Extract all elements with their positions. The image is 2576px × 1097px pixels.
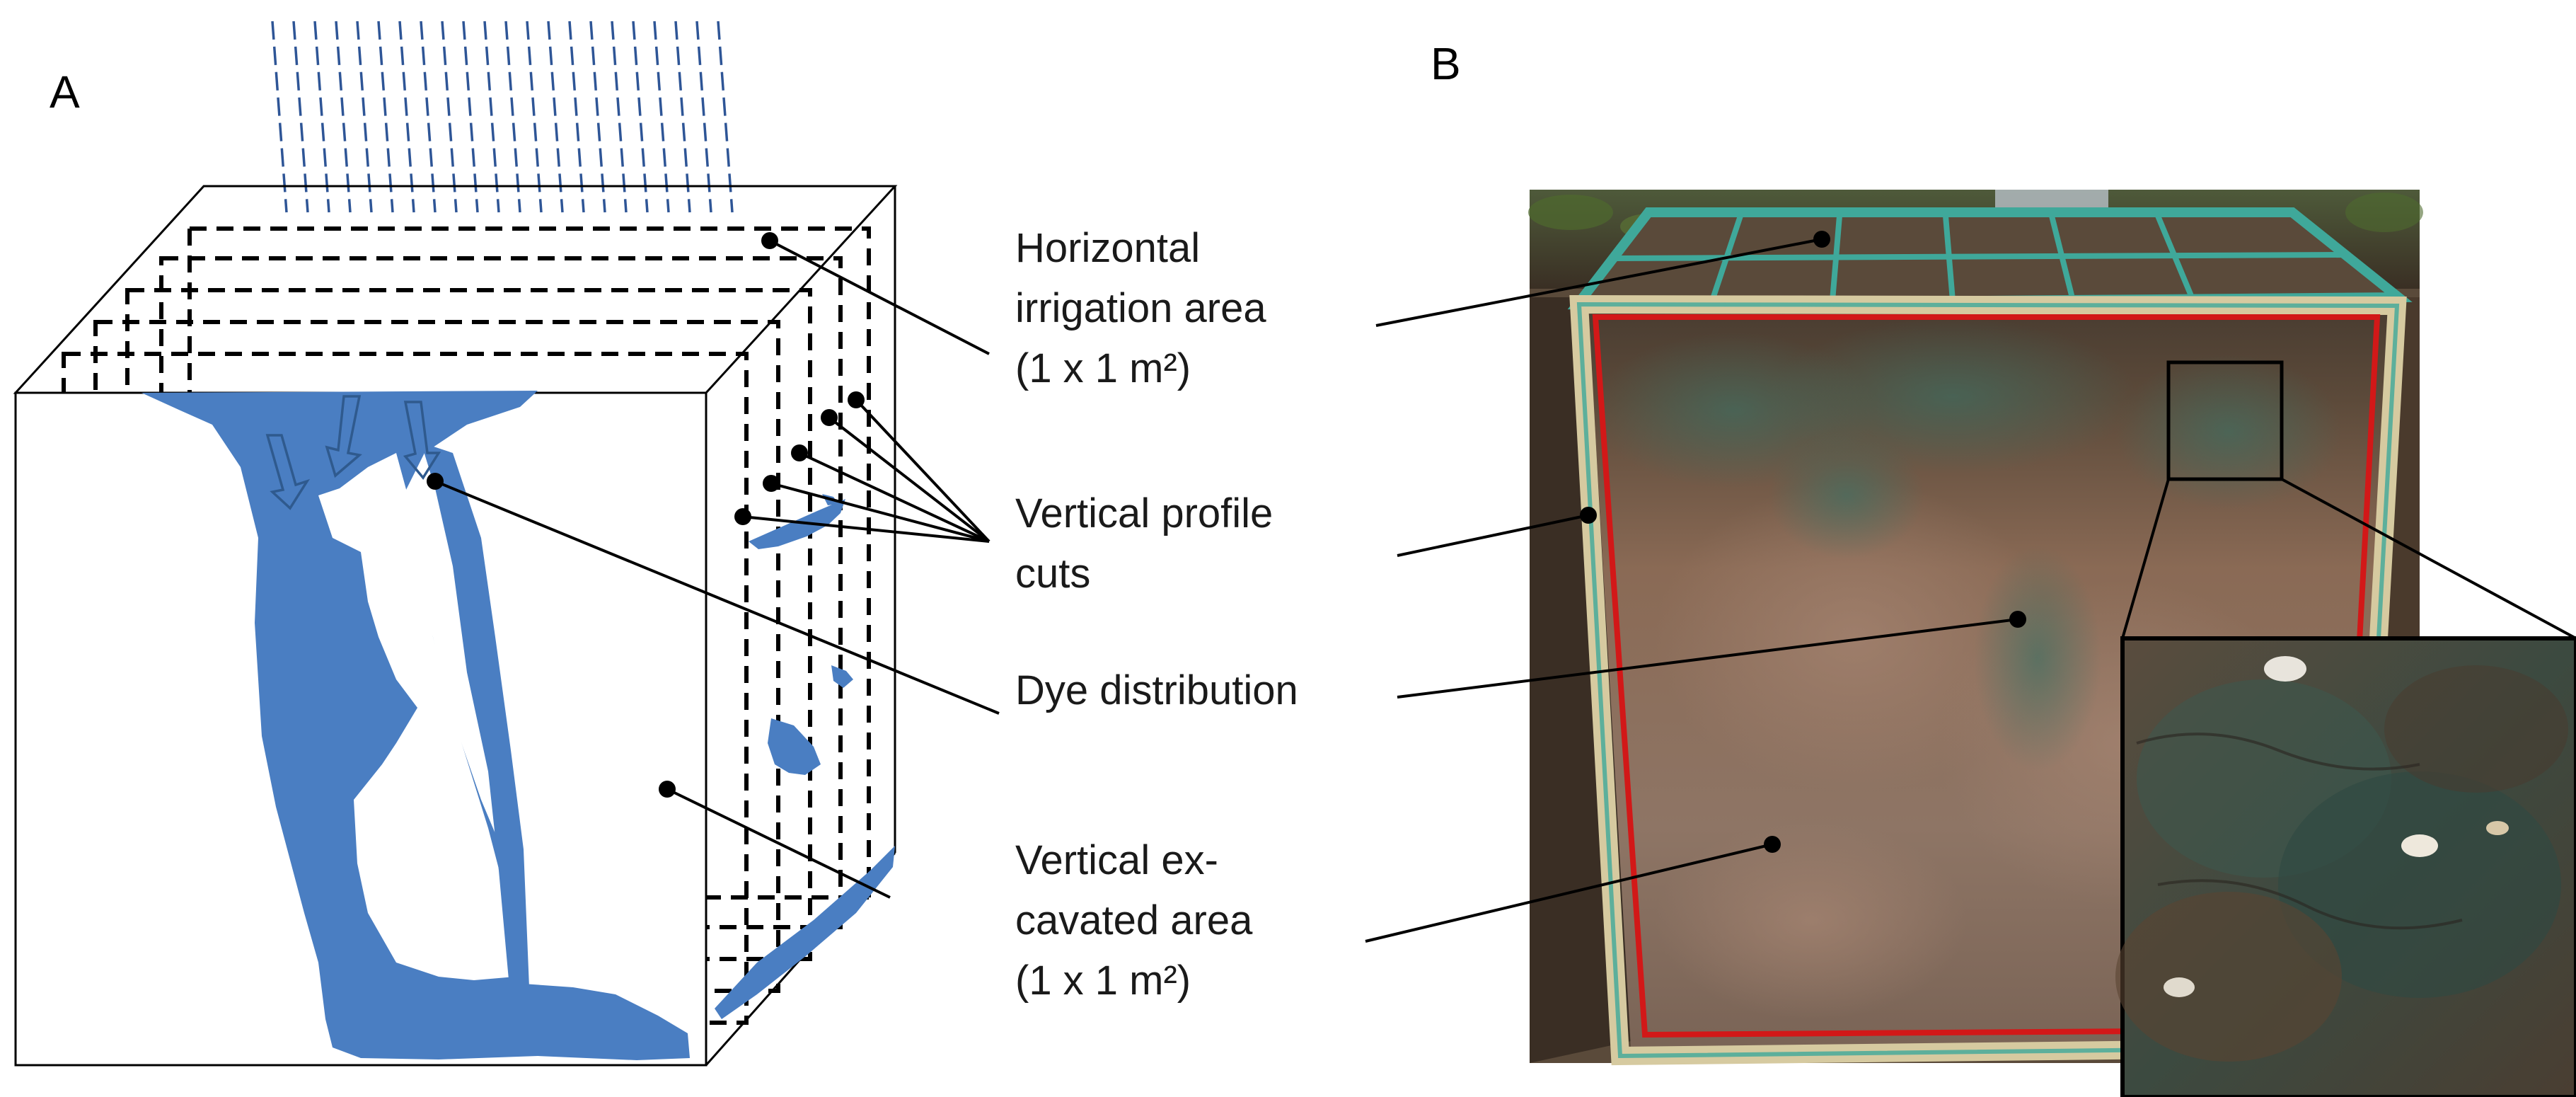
dye-line-1: Dye distribution	[1015, 667, 1298, 713]
dye-distribution-shapes	[141, 391, 895, 1060]
panel-a-dots	[427, 232, 865, 798]
callout-irrigation-area: Horizontal irrigation area (1 x 1 m²)	[1015, 225, 1266, 391]
irrigation-line-3: (1 x 1 m²)	[1015, 345, 1191, 391]
profile-cuts-line-1: Vertical profile	[1015, 490, 1273, 536]
panel-b-leaders	[1365, 238, 2018, 943]
excavated-line-1: Vertical ex-	[1015, 837, 1218, 883]
panel-a-leaders	[434, 239, 1000, 899]
rain-icon	[271, 21, 734, 213]
irrigation-line-2: irrigation area	[1015, 285, 1266, 331]
profile-cuts-line-2: cuts	[1015, 551, 1090, 597]
callout-profile-cuts: Vertical profile cuts	[1015, 490, 1273, 597]
panel-b-letter: B	[1431, 38, 1461, 89]
callout-excavated-area: Vertical ex- cavated area (1 x 1 m²)	[1015, 837, 1253, 1004]
zoom-box	[2166, 360, 2284, 481]
magnified-inset	[2115, 636, 2576, 1097]
irrigation-line-1: Horizontal	[1015, 225, 1200, 271]
excavated-line-3: (1 x 1 m²)	[1015, 958, 1191, 1004]
callout-dye-distribution: Dye distribution	[1015, 667, 1298, 713]
excavated-line-2: cavated area	[1015, 897, 1253, 943]
panel-a-letter: A	[50, 67, 80, 117]
panel-b-dots	[1580, 231, 2026, 853]
